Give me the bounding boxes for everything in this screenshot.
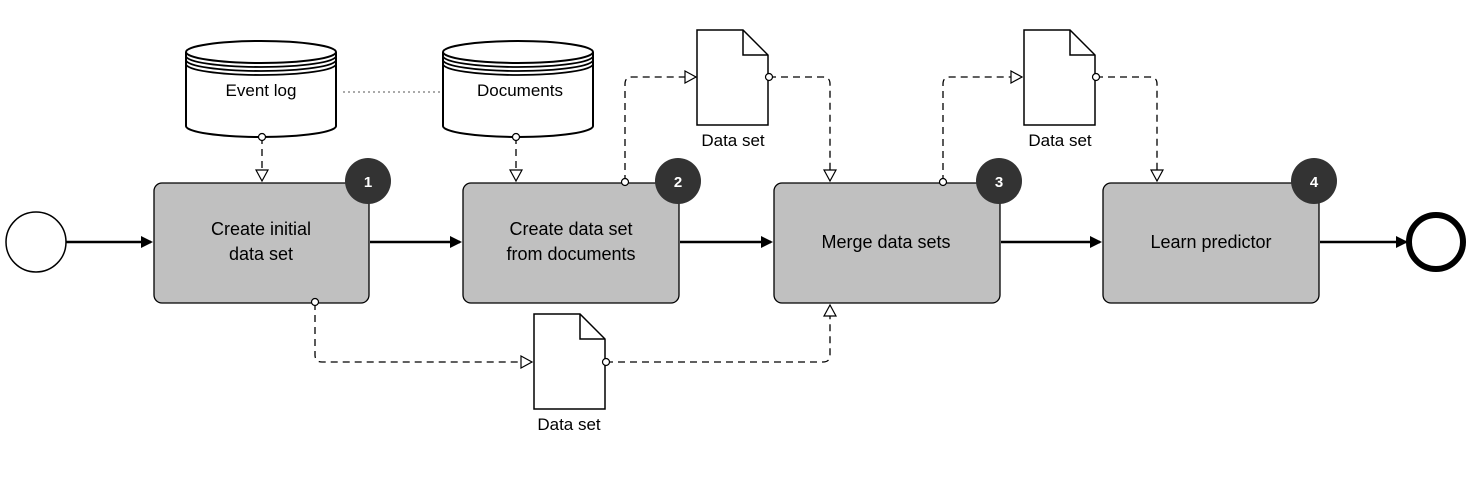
task-label-line: Merge data sets [821,232,950,252]
association-origin-markers [257,72,1101,367]
data-store-documents: Documents [442,40,594,138]
task-label-line: Create initial [211,219,311,239]
data-object-label: Data set [537,415,601,434]
task-label-line: from documents [506,244,635,264]
task-create-initial-data-set: Create initial data set 1 [153,158,391,304]
association-origin [601,357,611,367]
task-number-badge [655,158,701,204]
task-number-badge [976,158,1022,204]
association-origin [310,297,320,307]
task-number-badge [345,158,391,204]
data-store-event-log: Event log [185,40,337,138]
data-object-label: Data set [701,131,765,150]
association-origin [1091,72,1101,82]
task-number-badge [1291,158,1337,204]
data-object-top-left: Data set [696,29,769,150]
association-dataset-top-task3 [769,76,830,181]
task-label-line: Create data set [509,219,632,239]
task-number: 2 [674,174,682,191]
data-store-label: Documents [477,81,563,100]
association-task3-dataset-right [942,77,1022,182]
data-object-top-right: Data set [1023,29,1096,150]
association-origin [620,177,630,187]
data-store-label: Event log [226,81,297,100]
association-task2-dataset-top [624,77,696,182]
task-merge-data-sets: Merge data sets 3 [773,158,1022,304]
association-origin [511,132,521,142]
association-dataset-right-task4 [1096,76,1157,181]
task-number: 4 [1310,174,1319,191]
association-origin [764,72,774,82]
task-label-line: data set [229,244,293,264]
task-number: 1 [364,174,372,191]
task-label-line: Learn predictor [1150,232,1271,252]
data-object-bottom: Data set [533,313,606,434]
association-origin [257,132,267,142]
association-origin [938,177,948,187]
end-event [1406,212,1466,272]
association-dataset-bottom-task3 [606,305,830,363]
task-create-data-set-from-documents: Create data set from documents 2 [462,158,701,304]
task-number: 3 [995,174,1003,191]
data-object-label: Data set [1028,131,1092,150]
task-learn-predictor: Learn predictor 4 [1102,158,1337,304]
association-task1-dataset-bottom [314,303,532,362]
start-event [5,211,67,273]
data-associations [262,77,1157,362]
